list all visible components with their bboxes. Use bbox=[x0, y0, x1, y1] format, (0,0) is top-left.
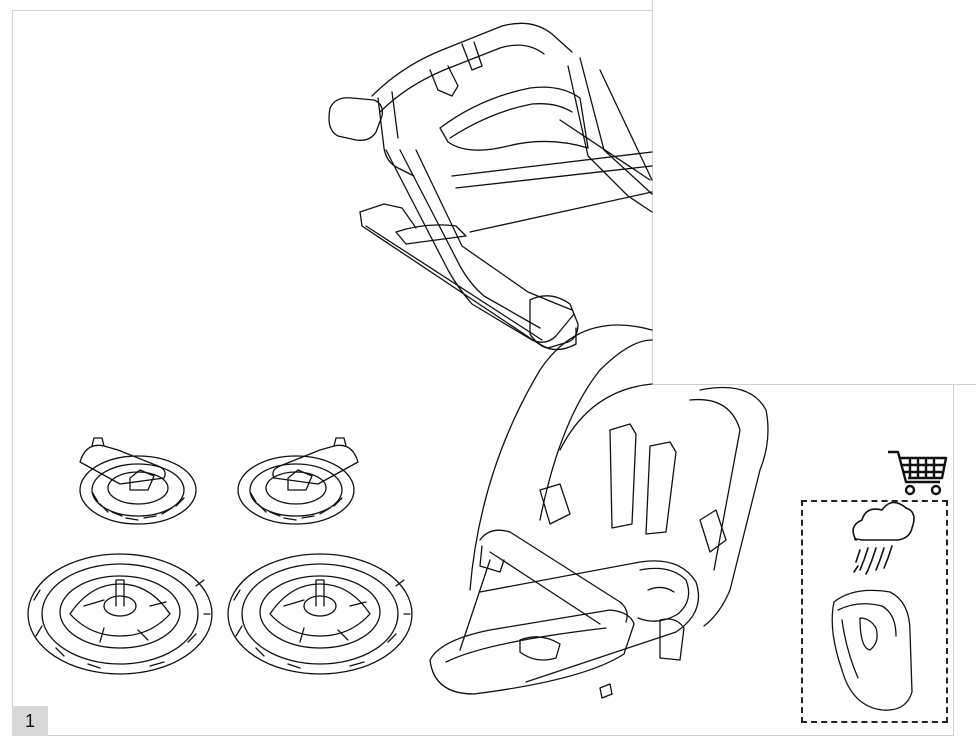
folded-frame-illustration bbox=[328, 22, 653, 351]
page-frame-notch bbox=[652, 0, 976, 385]
rear-wheel-left bbox=[27, 553, 213, 675]
step-number: 1 bbox=[24, 710, 35, 731]
shopping-cart-icon bbox=[888, 450, 948, 496]
front-wheel-left bbox=[79, 437, 197, 525]
footmuff-illustration bbox=[831, 589, 913, 711]
optional-accessories-box bbox=[801, 500, 948, 723]
rear-wheel-right bbox=[227, 553, 413, 675]
step-number-badge: 1 bbox=[12, 706, 48, 736]
seat-unit-illustration bbox=[429, 324, 769, 699]
rain-cloud-icon bbox=[852, 501, 915, 575]
front-wheel-right bbox=[237, 437, 359, 525]
